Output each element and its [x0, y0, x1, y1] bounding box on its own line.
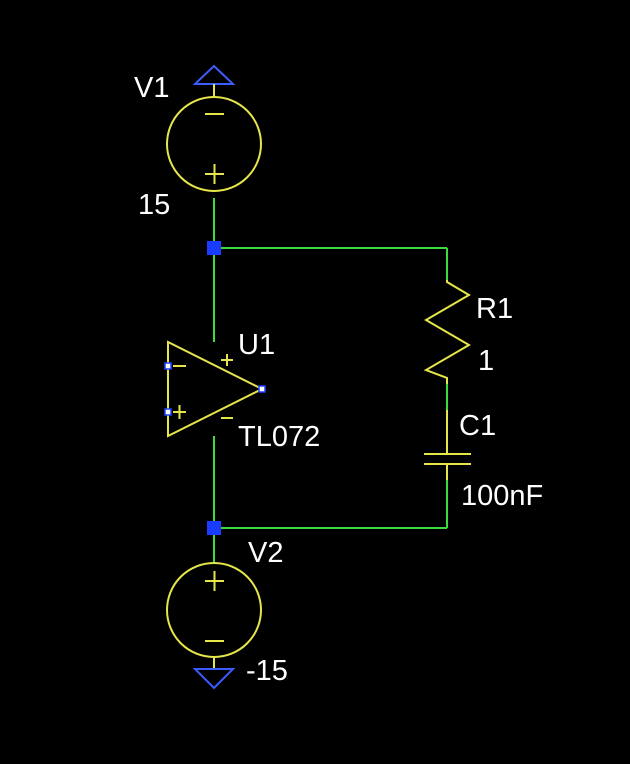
u1-inverting-input-pin[interactable]: [164, 362, 172, 370]
source-v2[interactable]: V2 -15: [166, 537, 288, 690]
capacitor-c1[interactable]: C1 100nF: [424, 410, 543, 512]
u1-noninverting-input-pin[interactable]: [164, 408, 172, 416]
u1-ref-label: U1: [238, 329, 275, 361]
r1-ref-label: R1: [476, 293, 513, 325]
source-v1[interactable]: V1 15: [134, 64, 262, 221]
r1-value-label: 1: [478, 345, 494, 377]
v1-value-label: 15: [138, 189, 170, 221]
u1-output-pin[interactable]: [258, 385, 266, 393]
opamp-triangle: [167, 340, 265, 438]
resistor-r1[interactable]: R1 1: [423, 280, 513, 384]
ground-flag-icon: [192, 64, 236, 85]
ground-flag-icon: [192, 668, 236, 690]
v1-circle: [166, 96, 262, 192]
resistor-zigzag: [423, 280, 471, 384]
u1-value-label: TL072: [238, 421, 320, 453]
junction-dot-icon[interactable]: [207, 241, 221, 255]
opamp-u1[interactable]: U1 TL072: [164, 329, 320, 453]
v1-ref-label: V1: [134, 72, 169, 104]
v2-ref-label: V2: [248, 537, 283, 569]
wires: [213, 198, 448, 563]
c1-value-label: 100nF: [461, 480, 543, 512]
c1-ref-label: C1: [459, 410, 496, 442]
v2-value-label: -15: [246, 655, 288, 687]
junction-dot-icon[interactable]: [207, 521, 221, 535]
